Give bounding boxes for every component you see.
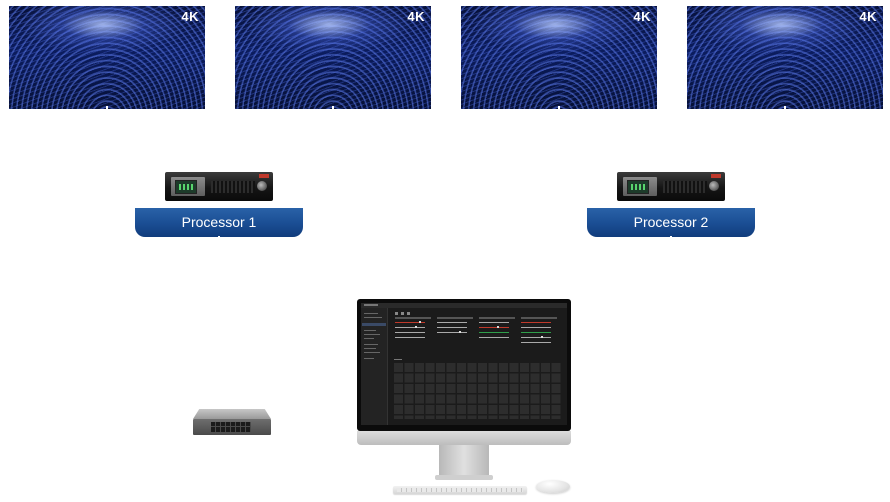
- connector-point: [218, 236, 220, 239]
- processor-2: Processor 2: [587, 172, 755, 239]
- processor-label-text: Processor 1: [181, 214, 257, 230]
- keyboard-icon: [393, 486, 527, 494]
- resolution-badge: 4K: [181, 9, 199, 24]
- resolution-badge: 4K: [859, 9, 877, 24]
- processor-label: Processor 1: [135, 208, 303, 239]
- display-screen-1: 4K: [9, 6, 205, 109]
- connector-point: [332, 106, 334, 109]
- connector-point: [558, 106, 560, 109]
- processor-device-icon: [617, 172, 725, 201]
- connector-point: [784, 106, 786, 109]
- control-software-screenshot: [361, 303, 567, 425]
- mouse-icon: [536, 480, 570, 493]
- display-screen-2: 4K: [235, 6, 431, 109]
- processor-device-icon: [165, 172, 273, 201]
- resolution-badge: 4K: [633, 9, 651, 24]
- display-screen-4: 4K: [687, 6, 883, 109]
- processor-label: Processor 2: [587, 208, 755, 239]
- resolution-badge: 4K: [407, 9, 425, 24]
- processor-1: Processor 1: [135, 172, 303, 239]
- connector-point: [106, 106, 108, 109]
- display-screen-3: 4K: [461, 6, 657, 109]
- control-computer-icon: [357, 299, 571, 499]
- processor-label-text: Processor 2: [633, 214, 709, 230]
- network-switch-icon: [193, 409, 271, 437]
- connector-point: [670, 236, 672, 239]
